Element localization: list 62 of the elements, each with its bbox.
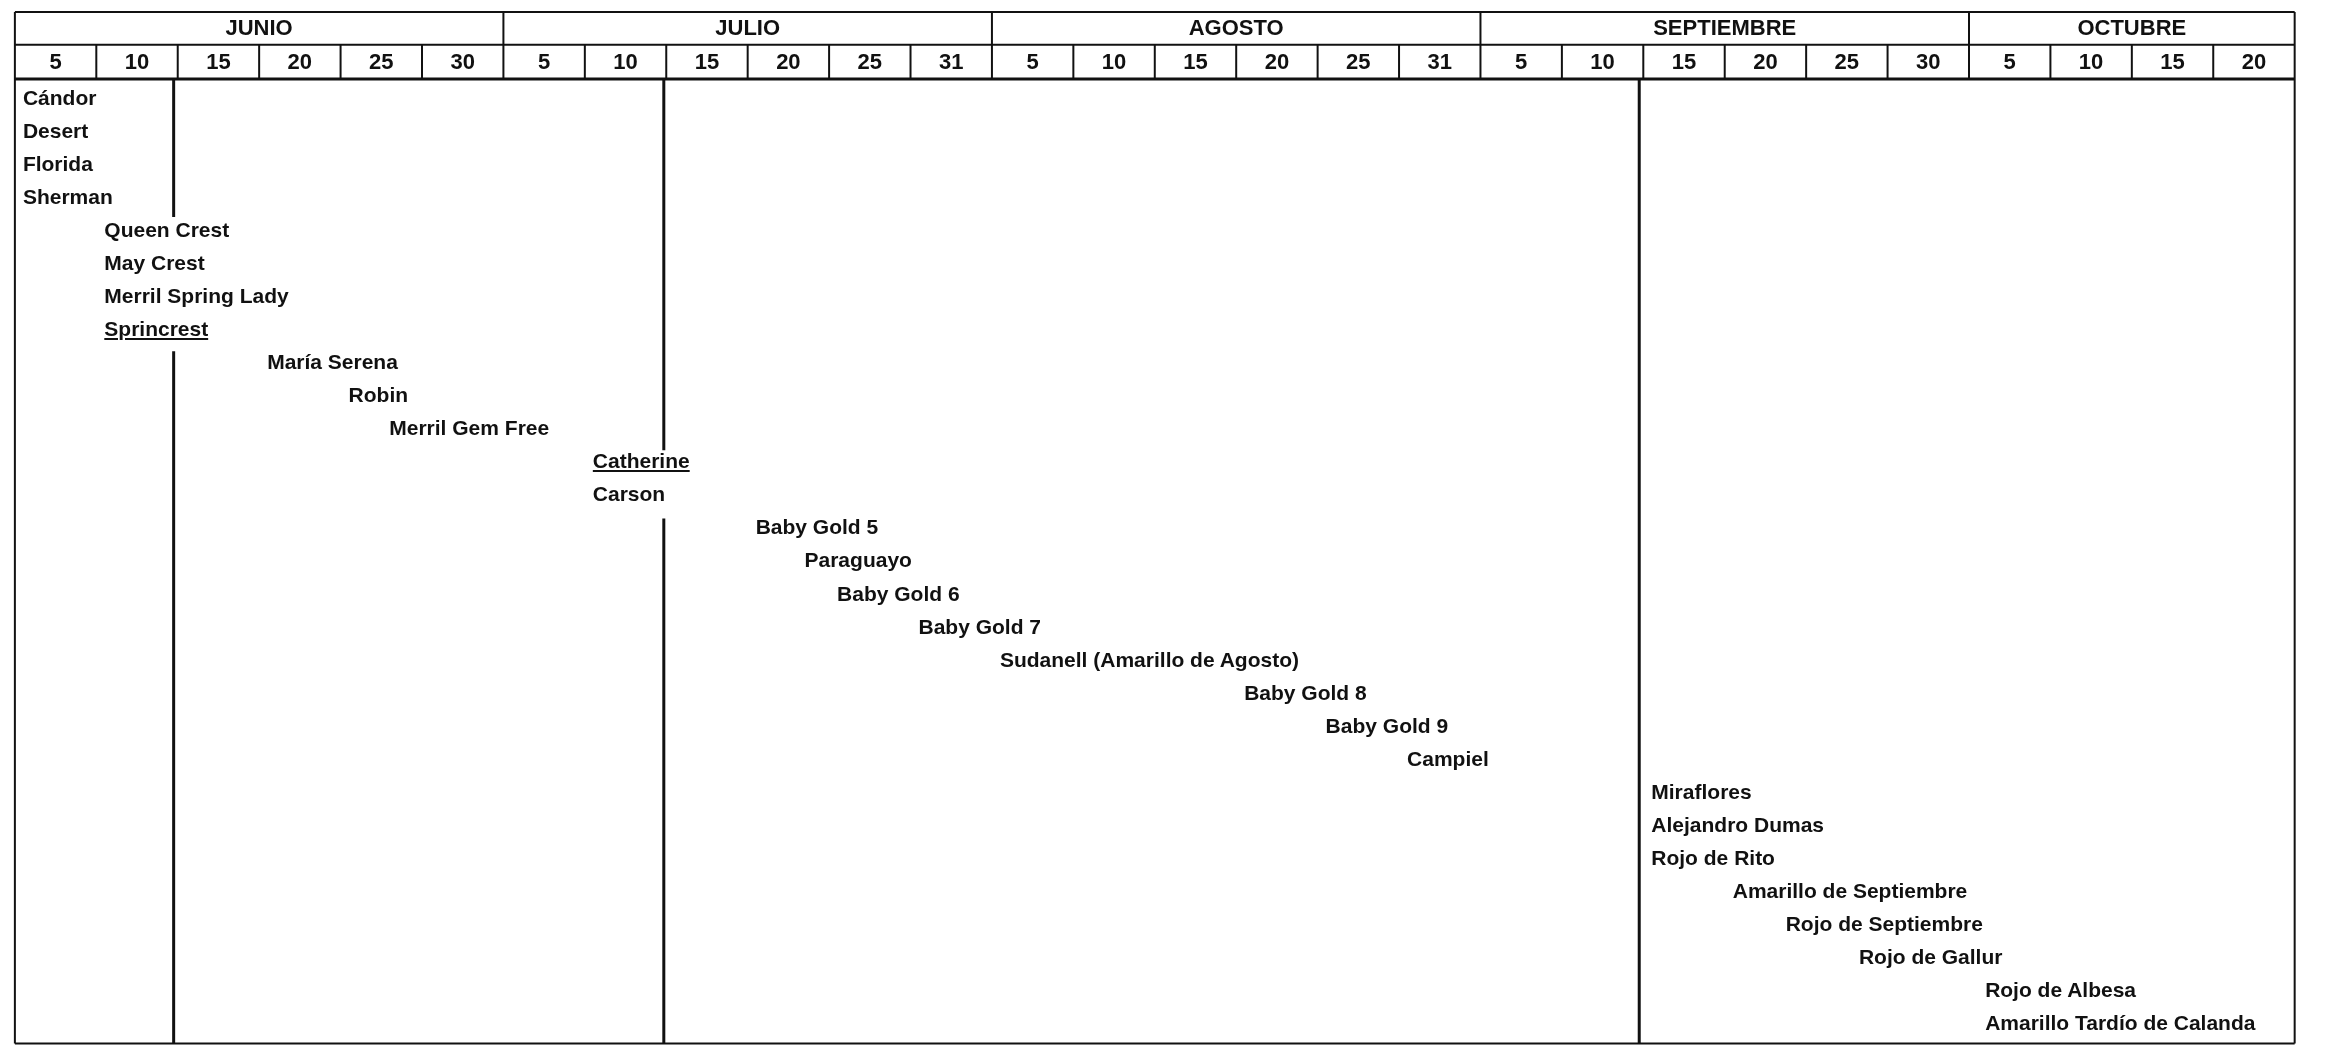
day-header: 30	[449, 47, 476, 76]
variety-name: Desert	[22, 117, 89, 144]
variety-name: Baby Gold 5	[755, 514, 879, 541]
day-header: 20	[775, 47, 802, 76]
day-header: 25	[1833, 47, 1861, 76]
variety-name: Rojo de Gallur	[1858, 944, 2003, 970]
variety-name: Miraflores	[1651, 778, 1752, 805]
variety-name: Baby Gold 7	[918, 613, 1042, 640]
variety-name: Campiel	[1407, 745, 1489, 772]
variety-name: Cándor	[22, 84, 97, 111]
variety-name: Rojo de Septiembre	[1785, 910, 1983, 937]
day-header: 25	[856, 47, 884, 76]
day-header: 15	[205, 47, 232, 76]
variety-name: Sherman	[22, 183, 113, 210]
day-header: 20	[1263, 47, 1291, 76]
day-header: 15	[2159, 47, 2186, 76]
day-header: 25	[1345, 47, 1372, 76]
day-header: 31	[937, 47, 965, 76]
day-header: 10	[1589, 47, 1616, 76]
variety-name: Carson	[592, 481, 666, 508]
day-header: 31	[1426, 47, 1453, 76]
variety-name: Robin	[348, 382, 409, 409]
variety-name: Alejandro Dumas	[1651, 811, 1824, 838]
day-header: 5	[1514, 47, 1529, 76]
day-header: 20	[286, 47, 314, 76]
day-header: 5	[1025, 47, 1040, 76]
variety-name: Catherine	[592, 448, 690, 475]
day-header: 15	[1670, 47, 1698, 76]
day-header: 10	[612, 47, 639, 76]
variety-name: Merril Spring Lady	[104, 283, 289, 310]
day-header: 5	[537, 47, 552, 76]
day-header: 25	[368, 47, 395, 76]
variety-name: Florida	[22, 150, 93, 177]
variety-name: Amarillo Tardío de Calanda	[1985, 1010, 2256, 1037]
day-header: 30	[1915, 47, 1942, 76]
day-header: 5	[48, 47, 63, 76]
day-header: 5	[2002, 47, 2017, 76]
variety-name: Baby Gold 9	[1325, 712, 1449, 739]
month-header: OCTUBRE	[2076, 14, 2188, 43]
day-header: 10	[1100, 47, 1128, 76]
variety-name: Paraguayo	[804, 547, 912, 574]
variety-name: Amarillo de Septiembre	[1732, 877, 1968, 904]
variety-name: María Serena	[267, 349, 398, 376]
variety-name: Merril Gem Free	[389, 415, 550, 442]
variety-name: Queen Crest	[104, 217, 230, 243]
day-header: 10	[123, 47, 151, 76]
month-header: JULIO	[714, 14, 782, 43]
variety-name: Baby Gold 6	[837, 580, 960, 607]
variety-name: Sudanell (Amarillo de Agosto)	[999, 646, 1299, 673]
month-header: AGOSTO	[1187, 14, 1285, 43]
variety-name: Sprincrest	[104, 316, 209, 343]
day-header: 15	[693, 47, 721, 76]
variety-name: Rojo de Rito	[1651, 844, 1775, 871]
day-header: 15	[1182, 47, 1209, 76]
variety-name: May Crest	[104, 250, 205, 277]
month-header: JUNIO	[224, 14, 294, 43]
day-header: 20	[1752, 47, 1779, 76]
day-header: 20	[2240, 47, 2268, 76]
day-header: 10	[2077, 47, 2105, 76]
variety-name: Rojo de Albesa	[1985, 977, 2137, 1004]
month-header: SEPTIEMBRE	[1652, 14, 1798, 43]
variety-name: Baby Gold 8	[1244, 679, 1367, 706]
